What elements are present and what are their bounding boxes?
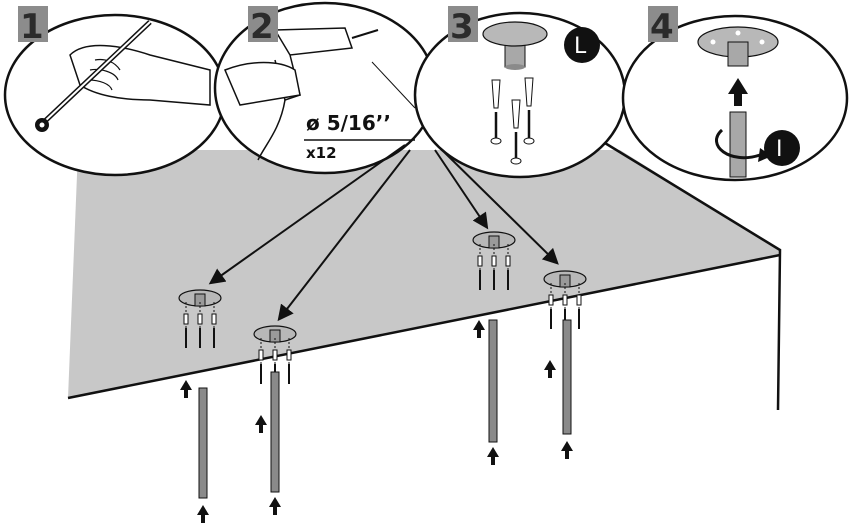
anchor-4-1 [548, 294, 554, 306]
anchor-3-1 [477, 255, 483, 267]
anchor-arrow-2 [255, 415, 267, 433]
svg-text:1: 1 [20, 7, 44, 47]
badge-I [764, 130, 800, 166]
step-2-bubble: ø 5/16’’ x12 [213, 1, 437, 175]
anchor-2-2 [272, 349, 278, 361]
pointer-arrows [208, 144, 559, 322]
plate-top-icon [697, 26, 779, 67]
step-4-bubble: I [621, 14, 849, 182]
step-4-number: 4 [648, 6, 678, 47]
leg-arrow-2 [269, 497, 281, 515]
anchor-1-1 [183, 313, 189, 325]
table-surface [67, 138, 782, 411]
drill-quantity: x12 [306, 144, 337, 162]
svg-text:4: 4 [650, 7, 674, 47]
badge-L [564, 27, 600, 63]
hand-pencil-icon [35, 20, 211, 132]
badge-L-label: L [574, 34, 587, 59]
anchor-arrow-4 [544, 360, 556, 378]
anchor-4-2 [562, 294, 568, 306]
plate-socket-4 [559, 274, 571, 288]
step-3-number: 3 [448, 6, 478, 47]
up-arrow-icon [728, 78, 748, 106]
step-1-bubble [3, 13, 227, 177]
leg-1 [198, 387, 208, 499]
step-3-bubble: L [413, 11, 627, 179]
step-1-number: 1 [18, 6, 48, 47]
leg-3 [488, 319, 498, 443]
leg-rotate-icon [715, 111, 772, 178]
anchor-4-3 [576, 294, 582, 306]
anchor-3-2 [491, 255, 497, 267]
anchor-1-3 [211, 313, 217, 325]
drill-diameter: ø 5/16’’ [306, 111, 391, 135]
mounting-plate-icon [482, 21, 548, 70]
anchor-arrow-1 [180, 380, 192, 398]
anchor-arrow-3 [473, 320, 485, 338]
leg-arrow-4 [561, 441, 573, 459]
svg-text:2: 2 [250, 7, 274, 47]
badge-I-label: I [776, 137, 783, 162]
step-2-number: 2 [248, 6, 278, 47]
plate-socket-3 [488, 235, 500, 249]
leg-arrow-3 [487, 447, 499, 465]
leg-assemblies [178, 231, 587, 523]
leg-arrow-1 [197, 505, 209, 523]
leg-2 [270, 371, 280, 493]
leg-4 [562, 319, 572, 435]
anchor-3-3 [505, 255, 511, 267]
anchor-2-1 [258, 349, 264, 361]
anchor-1-2 [197, 313, 203, 325]
screws-anchors-icon [490, 77, 535, 165]
svg-text:3: 3 [450, 7, 474, 47]
drill-icon [224, 27, 379, 161]
anchor-2-3 [286, 349, 292, 361]
plate-socket-1 [194, 293, 206, 307]
plate-socket-2 [269, 329, 281, 343]
